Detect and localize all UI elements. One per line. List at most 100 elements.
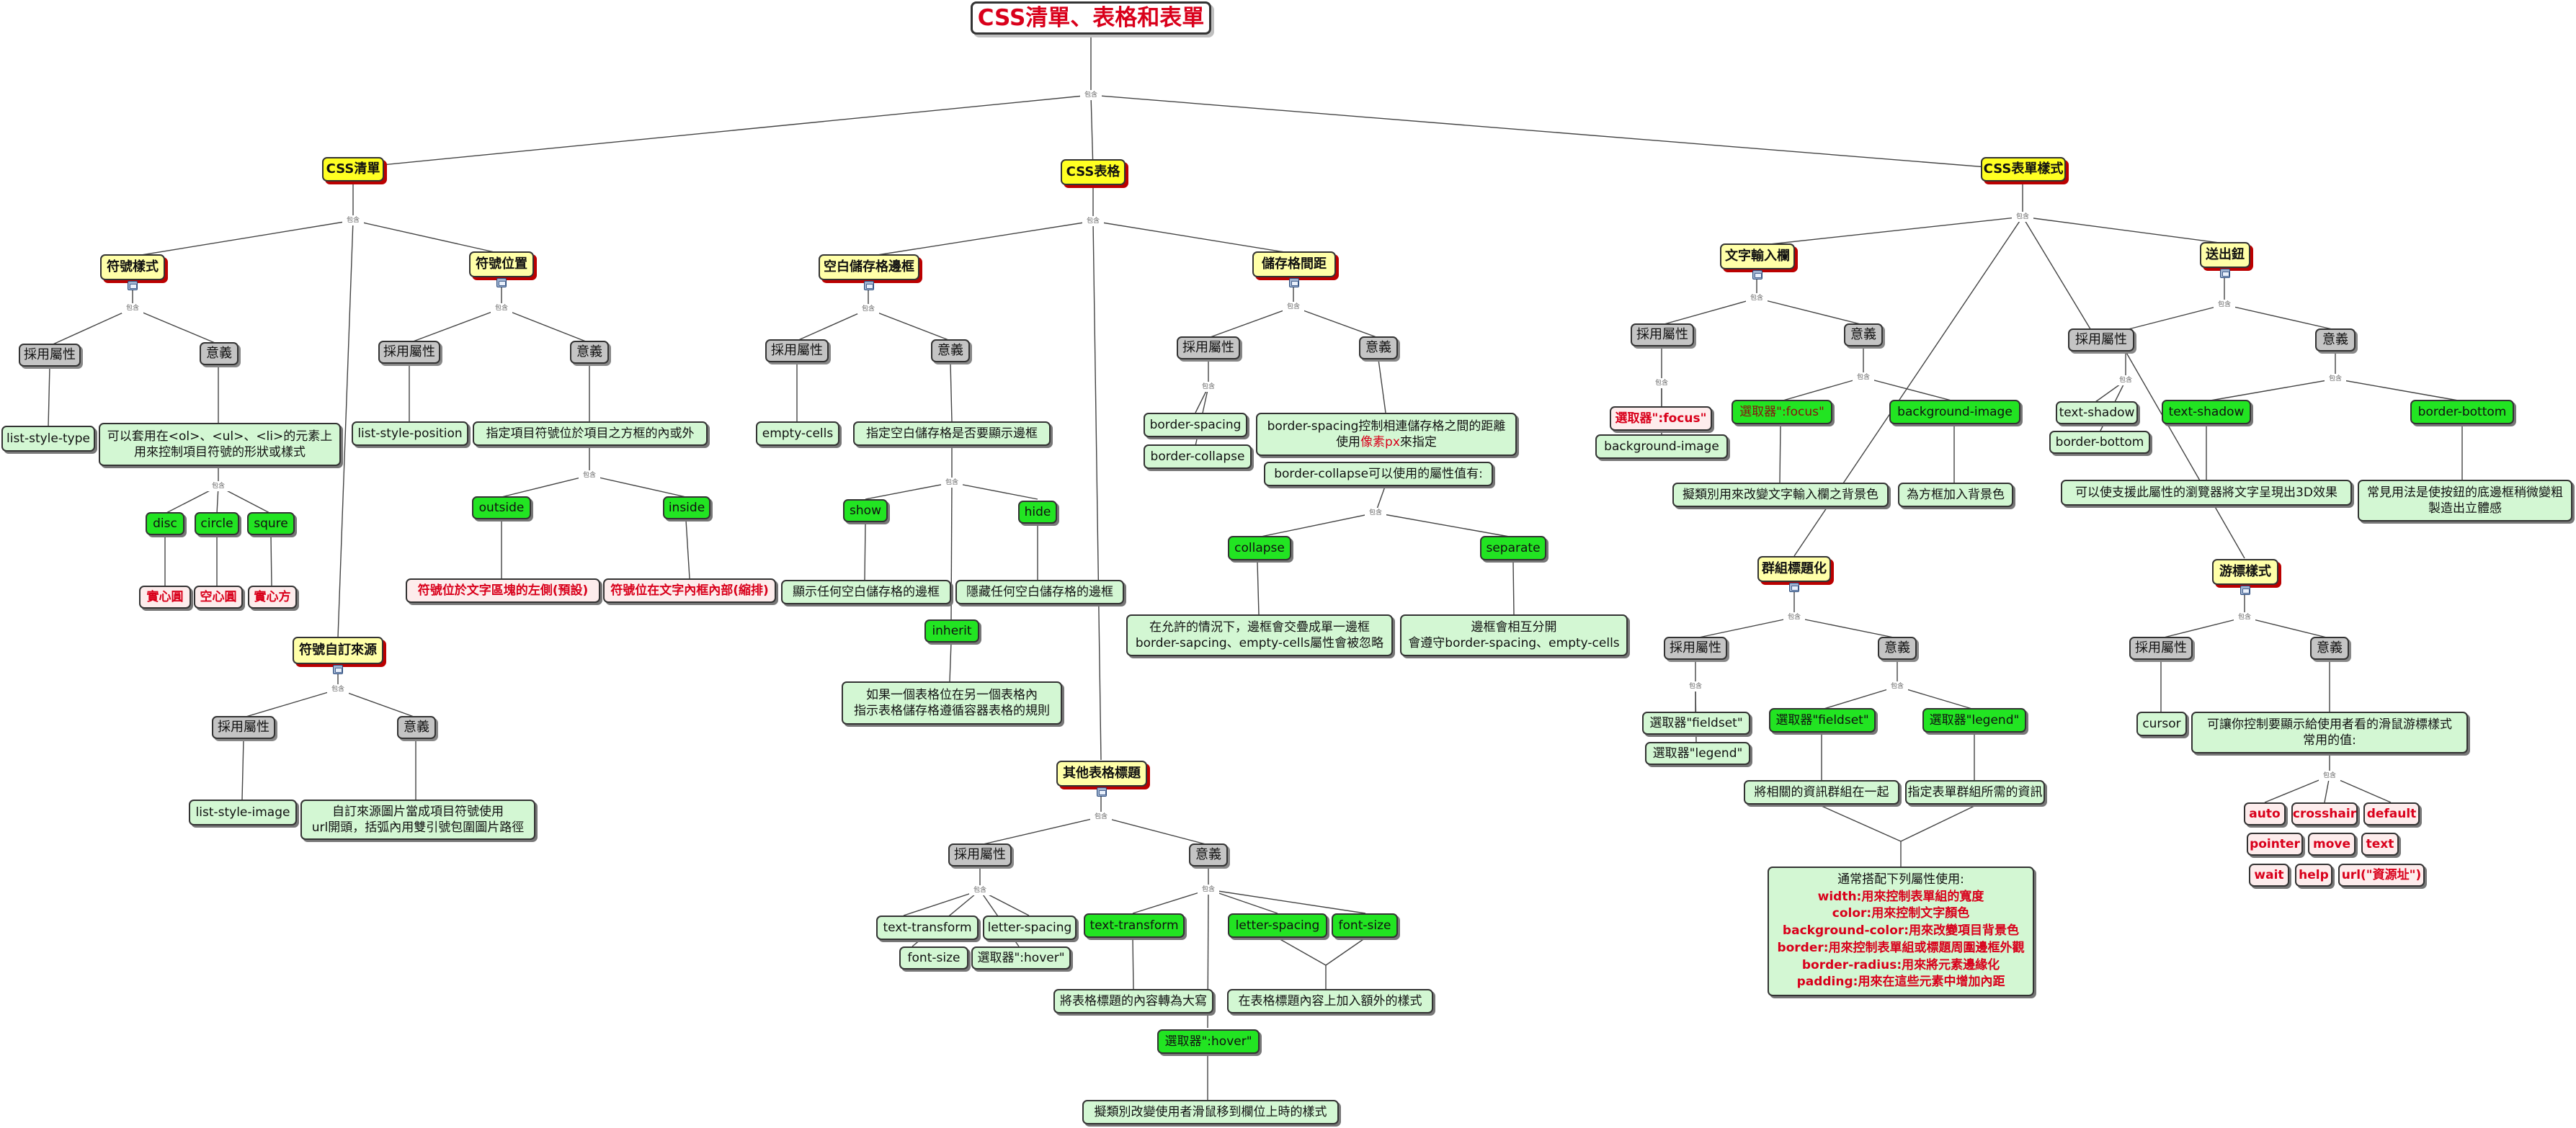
attr-node[interactable]: 選取器":focus": [1610, 406, 1712, 431]
meaning-label-node[interactable]: 意義: [1878, 637, 1917, 660]
value-node-separate[interactable]: separate: [1480, 536, 1546, 560]
attr-node[interactable]: letter-spacing: [983, 916, 1077, 940]
inherit-meaning-node[interactable]: 如果一個表格位在另一個表格內指示表格儲存格遵循容器表格的規則: [842, 681, 1062, 725]
attr-node[interactable]: font-size: [899, 946, 968, 970]
submit-button-node[interactable]: 送出鈕: [2200, 242, 2250, 278]
caption-style-node[interactable]: 其他表格標題: [1056, 761, 1147, 797]
value-node-inherit[interactable]: inherit: [924, 619, 979, 643]
meaning-node[interactable]: 將表格標題的內容轉為大寫: [1053, 989, 1213, 1013]
attr-node[interactable]: 選取器"legend": [1645, 742, 1750, 765]
meaning-tag-node[interactable]: 選取器":focus": [1732, 400, 1832, 424]
value-node-hide[interactable]: hide: [1018, 501, 1057, 524]
meaning-tag-node[interactable]: 選取器"fieldset": [1769, 708, 1876, 733]
text-input-node[interactable]: 文字輸入欄: [1720, 243, 1795, 279]
custom-source-node[interactable]: 符號自訂來源: [293, 637, 383, 674]
attr-label-node[interactable]: 採用屬性: [378, 341, 440, 364]
meaning-node[interactable]: 擬類別改變使用者滑鼠移到欄位上時的樣式: [1082, 1100, 1339, 1124]
cursor-value-default[interactable]: default: [2363, 802, 2420, 825]
meaning-tag-node[interactable]: font-size: [1332, 913, 1398, 938]
meaning-node[interactable]: 將相關的資訊群組在一起: [1744, 780, 1899, 805]
cell-spacing-node[interactable]: 儲存格間距: [1252, 251, 1336, 287]
meaning-label-node[interactable]: 意義: [1189, 843, 1228, 867]
table-topic-node[interactable]: CSS表格: [1061, 159, 1126, 185]
attr-node[interactable]: 選取器":hover": [971, 946, 1071, 970]
attr-node[interactable]: border-spacing: [1144, 413, 1247, 437]
form-topic-node[interactable]: CSS表單樣式: [1981, 157, 2066, 182]
group-title-node[interactable]: 群組標題化: [1757, 556, 1831, 592]
value-node-show[interactable]: show: [843, 499, 888, 522]
cursor-value-crosshair[interactable]: crosshair: [2291, 802, 2358, 825]
attr-node[interactable]: empty-cells: [756, 421, 839, 446]
value-meaning-node[interactable]: 隱藏任何空白儲存格的邊框: [955, 580, 1124, 604]
cursor-value-url[interactable]: url("資源址"): [2338, 864, 2425, 887]
value-node-outside[interactable]: outside: [472, 496, 531, 519]
list-topic-node[interactable]: CSS清單: [322, 157, 384, 182]
meaning-label-node[interactable]: 意義: [2315, 328, 2356, 352]
empty-cells-node[interactable]: 空白儲存格邊框: [819, 254, 919, 290]
attr-node[interactable]: 選取器"fieldset": [1642, 712, 1750, 735]
cursor-value-help[interactable]: help: [2295, 864, 2332, 887]
meaning-label-node[interactable]: 意義: [570, 341, 609, 364]
attr-node[interactable]: border-collapse: [1144, 444, 1252, 469]
cursor-value-auto[interactable]: auto: [2244, 802, 2286, 825]
attr-label-node[interactable]: 採用屬性: [212, 716, 275, 739]
attr-label-node[interactable]: 採用屬性: [2129, 637, 2193, 660]
common-properties-node[interactable]: 通常搭配下列屬性使用: width:用來控制表單組的寬度 color:用來控制文…: [1768, 867, 2034, 996]
meaning-label-node[interactable]: 意義: [200, 342, 239, 365]
meaning-node[interactable]: 可以使支援此屬性的瀏覽器將文字呈現出3D效果: [2061, 480, 2352, 506]
meaning-node[interactable]: 為方框加入背景色: [1898, 483, 2013, 507]
attr-node[interactable]: list-style-image: [189, 800, 297, 825]
attr-node[interactable]: text-transform: [876, 916, 979, 940]
meaning-node[interactable]: 常見用法是使按鈕的底邊框稍微變粗製造出立體感: [2358, 480, 2572, 522]
attr-label-node[interactable]: 採用屬性: [19, 344, 81, 367]
meaning-label-node[interactable]: 意義: [1359, 336, 1398, 359]
value-node-squre[interactable]: squre: [247, 512, 295, 535]
attr-label-node[interactable]: 採用屬性: [2068, 328, 2134, 352]
value-meaning-node[interactable]: 符號位在文字內框內部(縮排): [603, 578, 776, 603]
value-meaning-node[interactable]: 空心圓: [194, 586, 243, 609]
meaning-tag-node[interactable]: text-shadow: [2162, 400, 2251, 424]
meaning-tag-node[interactable]: 選取器":hover": [1157, 1029, 1260, 1054]
symbol-style-node[interactable]: 符號樣式: [100, 254, 165, 290]
meaning-tag-node[interactable]: text-transform: [1084, 913, 1185, 938]
cursor-value-wait[interactable]: wait: [2249, 864, 2289, 887]
cursor-value-move[interactable]: move: [2308, 833, 2356, 856]
cursor-value-text[interactable]: text: [2361, 833, 2399, 856]
cursor-style-node[interactable]: 游標樣式: [2212, 559, 2278, 595]
attr-node[interactable]: list-style-position: [352, 421, 468, 446]
meaning-node[interactable]: 擬類別用來改變文字輸入欄之背景色: [1672, 483, 1889, 507]
value-node-circle[interactable]: circle: [195, 512, 239, 535]
attr-node[interactable]: list-style-type: [1, 426, 95, 452]
meaning-node[interactable]: 指定項目符號位於項目之方框的內或外: [473, 421, 708, 446]
value-meaning-node[interactable]: 實心圓: [139, 586, 191, 609]
meaning-label-node[interactable]: 意義: [1844, 323, 1883, 346]
meaning-node[interactable]: 可讓你控制要顯示給使用者看的滑鼠游標樣式常用的值:: [2191, 712, 2468, 753]
value-node-disc[interactable]: disc: [146, 512, 184, 535]
meaning-label-node[interactable]: 意義: [931, 339, 970, 362]
collapse-intro-node[interactable]: border-collapse可以使用的屬性值有:: [1264, 462, 1493, 486]
attr-label-node[interactable]: 採用屬性: [1631, 323, 1694, 346]
meaning-node[interactable]: 指定空白儲存格是否要顯示邊框: [853, 421, 1051, 446]
attr-node[interactable]: cursor: [2136, 712, 2187, 736]
meaning-tag-node[interactable]: letter-spacing: [1228, 913, 1327, 938]
root-node[interactable]: CSS清單、表格和表單: [971, 1, 1211, 35]
attr-node[interactable]: background-image: [1595, 434, 1728, 459]
value-meaning-node[interactable]: 實心方: [248, 586, 297, 609]
symbol-position-node[interactable]: 符號位置: [469, 251, 534, 287]
meaning-label-node[interactable]: 意義: [2310, 637, 2349, 660]
attr-label-node[interactable]: 採用屬性: [1664, 637, 1727, 660]
meaning-node[interactable]: border-spacing控制相連儲存格之間的距離使用像素px來指定: [1256, 413, 1517, 456]
value-meaning-node[interactable]: 顯示任何空白儲存格的邊框: [781, 580, 951, 604]
value-node-inside[interactable]: inside: [663, 496, 710, 519]
attr-node[interactable]: text-shadow: [2056, 401, 2138, 424]
attr-label-node[interactable]: 採用屬性: [1177, 336, 1240, 359]
meaning-tag-node[interactable]: border-bottom: [2410, 400, 2514, 424]
meaning-tag-node[interactable]: 選取器"legend": [1922, 708, 2026, 733]
meaning-node[interactable]: 可以套用在<ol>、<ul>、<li>的元素上用來控制項目符號的形狀或樣式: [99, 423, 341, 466]
attr-label-node[interactable]: 採用屬性: [765, 339, 829, 362]
value-node-collapse[interactable]: collapse: [1228, 536, 1291, 560]
cursor-value-pointer[interactable]: pointer: [2247, 833, 2303, 856]
meaning-node[interactable]: 指定表單群組所需的資訊: [1905, 780, 2045, 805]
